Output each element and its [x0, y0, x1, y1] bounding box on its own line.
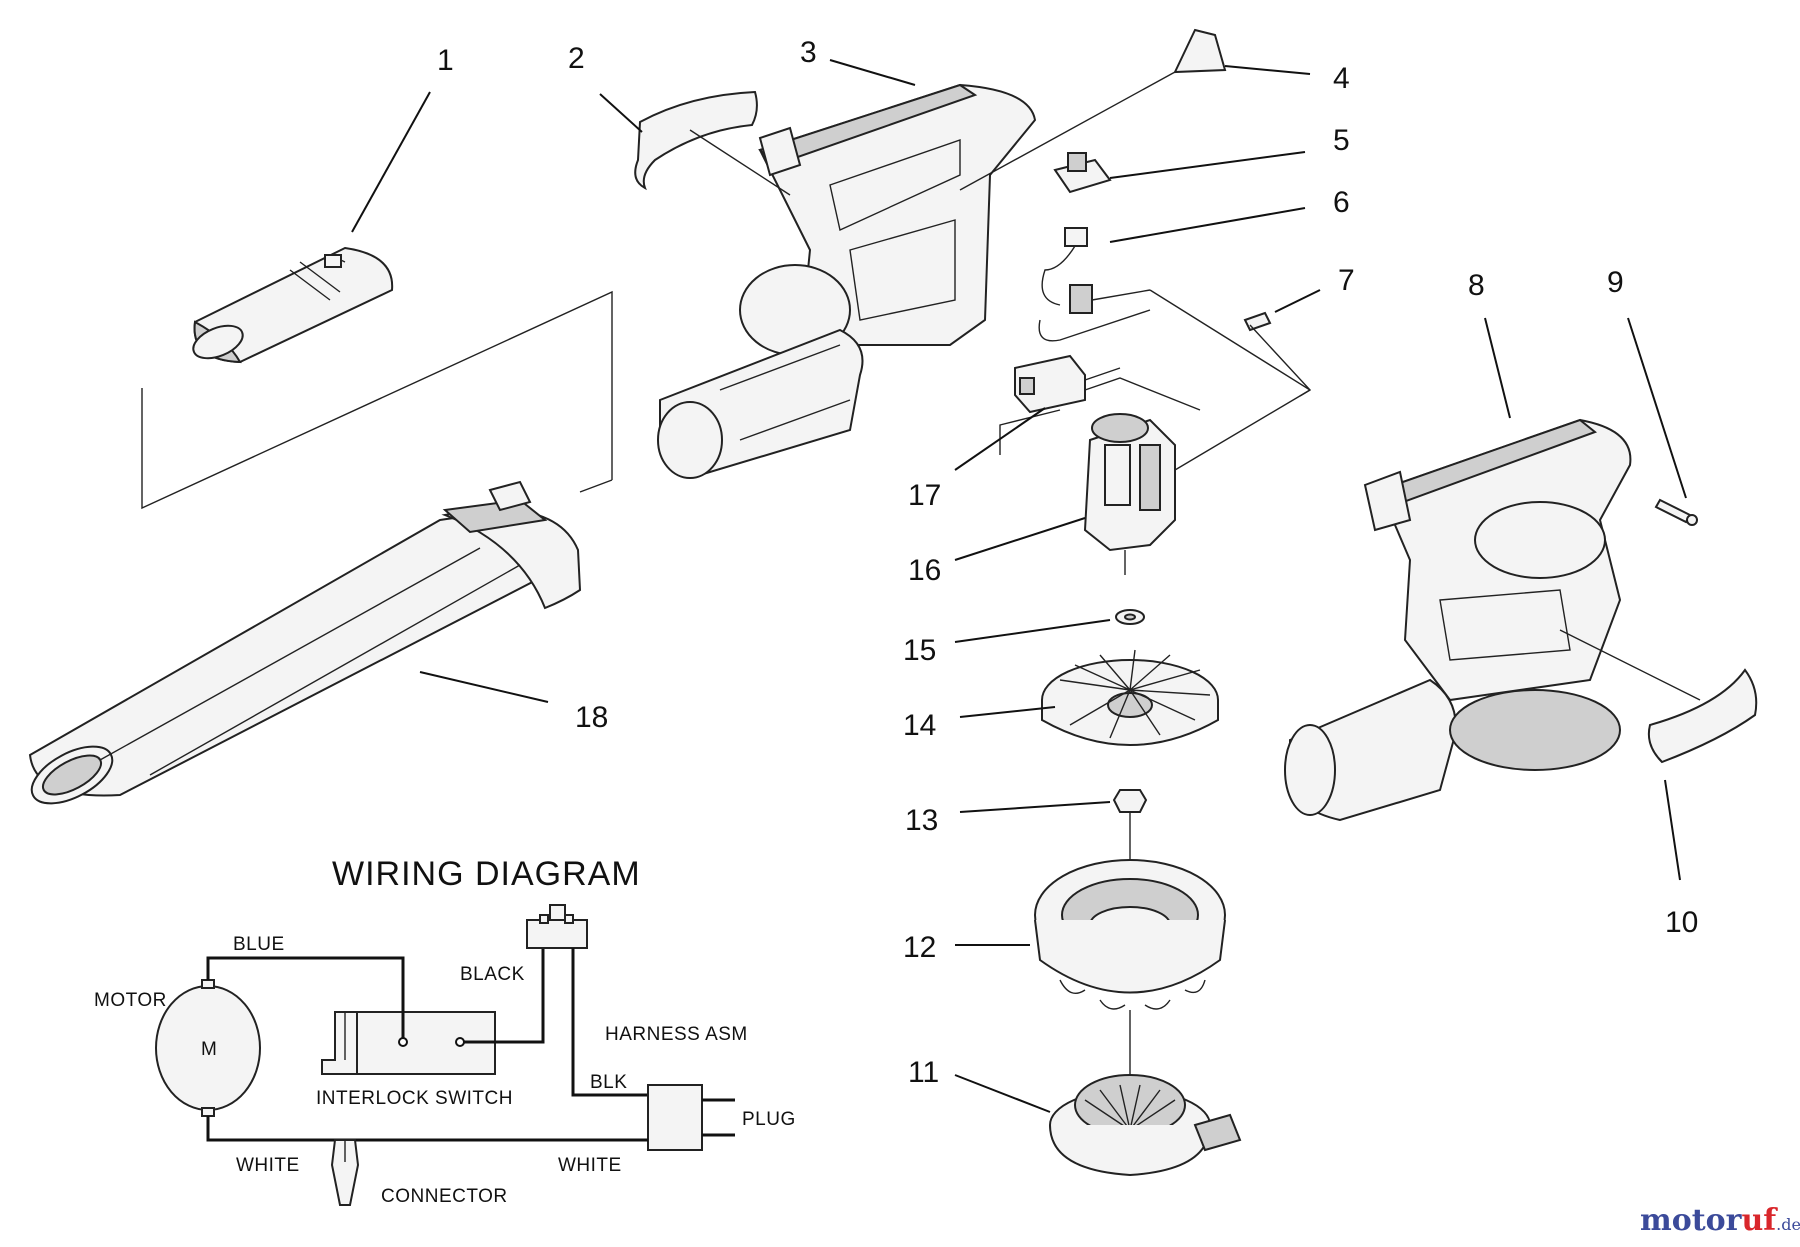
watermark-part-a: motor: [1640, 1203, 1743, 1238]
svg-text:motoruf.de: motoruf.de: [1640, 1203, 1800, 1238]
white-wire: [206, 1116, 648, 1142]
callout-1: 1: [437, 44, 454, 77]
part-11-filter-cup: [1049, 1074, 1242, 1177]
callout-11: 11: [908, 1056, 939, 1089]
part-5-switch-bracket: [1053, 152, 1112, 194]
plug-label: PLUG: [742, 1109, 796, 1130]
callout-9: 9: [1607, 266, 1624, 299]
black-wire: [464, 948, 545, 1044]
part-14-fan-impeller: [1041, 649, 1219, 746]
callout-7: 7: [1338, 264, 1355, 297]
part-9-screw: [1654, 498, 1698, 526]
harness-asm-label: HARNESS ASM: [605, 1024, 748, 1045]
callout-leader-lines: [351, 59, 1687, 1113]
interlock-switch-label: INTERLOCK SWITCH: [316, 1088, 513, 1109]
blue-wire: [206, 956, 405, 1038]
connector-symbol: [330, 1139, 360, 1206]
callout-15: 15: [903, 634, 936, 667]
white-wire-label-right: WHITE: [558, 1155, 622, 1176]
part-2-label: [634, 90, 758, 191]
callout-8: 8: [1468, 269, 1485, 302]
blk-label: BLK: [590, 1072, 627, 1093]
harness-connector: [526, 919, 588, 949]
callout-13: 13: [905, 804, 938, 837]
callout-10: 10: [1665, 906, 1698, 939]
site-watermark: motoruf.de: [1640, 1203, 1800, 1238]
callout-2: 2: [568, 42, 585, 75]
part-13-nut: [1112, 789, 1148, 870]
part-3-housing-half: [657, 83, 1037, 479]
part-12-fan-housing: [1034, 859, 1226, 1085]
part-4-guide-line: [959, 71, 1176, 191]
part-6-interlock-switch: [1038, 227, 1151, 342]
callout-5: 5: [1333, 124, 1350, 157]
part-8-assembled-blower: [1284, 418, 1701, 822]
watermark-part-b: uf: [1741, 1203, 1778, 1238]
watermark-suffix: .de: [1776, 1215, 1800, 1234]
motor-label: MOTOR: [94, 990, 167, 1011]
callout-numbers: 1 2 3 4 5 6 7 8 9 10 11 12 13 14 15 16 1…: [437, 36, 1698, 1089]
wiring-diagram-title: WIRING DIAGRAM: [332, 855, 641, 893]
part-18-blower-tube: [28, 480, 582, 805]
motor-symbol-label: M: [201, 1039, 217, 1060]
callout-17: 17: [908, 479, 941, 512]
white-wire-label-left: WHITE: [236, 1155, 300, 1176]
wiring-diagram: WIRING DIAGRAM M MOTOR INTERLOCK SWITCH …: [94, 855, 796, 1207]
callout-14: 14: [903, 709, 936, 742]
connector-label: CONNECTOR: [381, 1186, 508, 1207]
part-15-washer: [1115, 609, 1145, 625]
part-17-connector-block: [999, 354, 1201, 455]
callout-18: 18: [575, 701, 608, 734]
callout-4: 4: [1333, 62, 1350, 95]
callout-16: 16: [908, 554, 941, 587]
part-2-guide-line: [689, 129, 791, 196]
part-16-motor: [1083, 389, 1311, 575]
part-4-clip: [1173, 28, 1227, 74]
blue-wire-label: BLUE: [233, 934, 285, 955]
assembly-guide-lines: [141, 290, 613, 510]
black-wire-label: BLACK: [460, 964, 525, 985]
callout-12: 12: [903, 931, 936, 964]
callout-3: 3: [800, 36, 817, 69]
plug-symbol: [647, 1084, 703, 1151]
callout-6: 6: [1333, 186, 1350, 219]
part-10-label: [1647, 668, 1758, 764]
part-1-nozzle-tip: [192, 246, 394, 364]
